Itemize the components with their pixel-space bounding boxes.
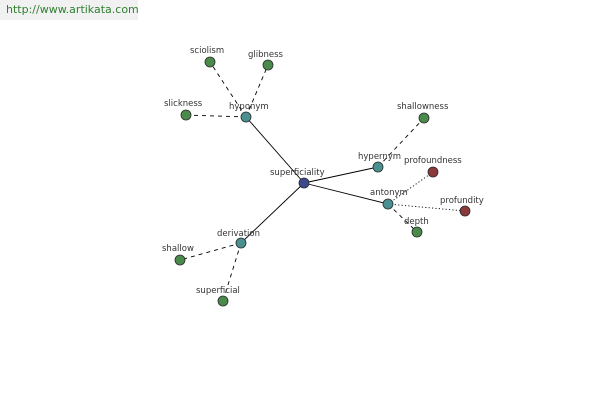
- node-antonym[interactable]: antonym: [370, 188, 408, 210]
- node-superficial[interactable]: superficial: [196, 286, 240, 307]
- site-url-banner[interactable]: http://www.artikata.com: [0, 0, 139, 20]
- node-label-glibness[interactable]: glibness: [248, 50, 284, 60]
- node-superficiality[interactable]: superficiality: [270, 168, 325, 189]
- node-label-depth[interactable]: depth: [404, 217, 429, 227]
- edges-layer: [179, 61, 466, 302]
- node-profundity[interactable]: profundity: [440, 196, 484, 217]
- node-dot-glibness[interactable]: [262, 59, 274, 71]
- node-dot-slickness[interactable]: [180, 109, 192, 121]
- node-dot-shallowness[interactable]: [418, 112, 430, 124]
- node-label-hypernym[interactable]: hypernym: [358, 152, 401, 162]
- node-label-antonym[interactable]: antonym: [370, 188, 408, 198]
- node-dot-depth[interactable]: [411, 226, 423, 238]
- node-dot-antonym[interactable]: [382, 198, 394, 210]
- edge-derivation-shallow: [179, 242, 242, 261]
- node-label-derivation[interactable]: derivation: [217, 229, 260, 239]
- node-shallow[interactable]: shallow: [162, 244, 194, 266]
- edge-derivation-superficial: [222, 242, 242, 302]
- edge-hyponym-glibness: [245, 64, 269, 118]
- node-dot-profoundness[interactable]: [427, 166, 439, 178]
- edge-antonym-profoundness: [387, 171, 434, 205]
- edge-superficiality-hyponym: [245, 116, 305, 184]
- nodes-layer: superficiality hyponym hypernym antonym deri…: [162, 46, 484, 307]
- node-hyponym[interactable]: hyponym: [229, 102, 269, 123]
- node-label-shallowness[interactable]: shallowness: [397, 102, 449, 112]
- node-label-sciolism[interactable]: sciolism: [190, 46, 224, 56]
- node-shallowness[interactable]: shallowness: [397, 102, 449, 124]
- node-sciolism[interactable]: sciolism: [190, 46, 224, 68]
- node-dot-shallow[interactable]: [174, 254, 186, 266]
- node-dot-superficiality[interactable]: [298, 177, 310, 189]
- edge-hyponym-sciolism: [209, 61, 247, 118]
- edge-hyponym-slickness: [185, 114, 247, 118]
- node-dot-derivation[interactable]: [235, 237, 247, 249]
- node-slickness[interactable]: slickness: [164, 99, 203, 121]
- edge-antonym-depth: [387, 203, 418, 233]
- edge-superficiality-hypernym: [303, 166, 379, 184]
- node-dot-sciolism[interactable]: [204, 56, 216, 68]
- node-depth[interactable]: depth: [404, 217, 429, 238]
- node-label-shallow[interactable]: shallow: [162, 244, 194, 254]
- node-label-superficial[interactable]: superficial: [196, 286, 240, 296]
- edge-hypernym-shallowness: [377, 117, 425, 168]
- node-label-superficiality[interactable]: superficiality: [270, 168, 325, 178]
- node-label-profoundness[interactable]: profoundness: [404, 156, 462, 166]
- node-label-hyponym[interactable]: hyponym: [229, 102, 269, 112]
- node-label-profundity[interactable]: profundity: [440, 196, 484, 206]
- node-profoundness[interactable]: profoundness: [404, 156, 462, 178]
- node-hypernym[interactable]: hypernym: [358, 152, 401, 173]
- node-dot-superficial[interactable]: [217, 295, 229, 307]
- node-glibness[interactable]: glibness: [248, 50, 284, 71]
- node-dot-hyponym[interactable]: [240, 111, 252, 123]
- edge-superficiality-antonym: [303, 182, 389, 205]
- node-derivation[interactable]: derivation: [217, 229, 260, 249]
- node-label-slickness[interactable]: slickness: [164, 99, 203, 109]
- node-dot-hypernym[interactable]: [372, 161, 384, 173]
- edge-superficiality-derivation: [240, 182, 305, 244]
- node-dot-profundity[interactable]: [459, 205, 471, 217]
